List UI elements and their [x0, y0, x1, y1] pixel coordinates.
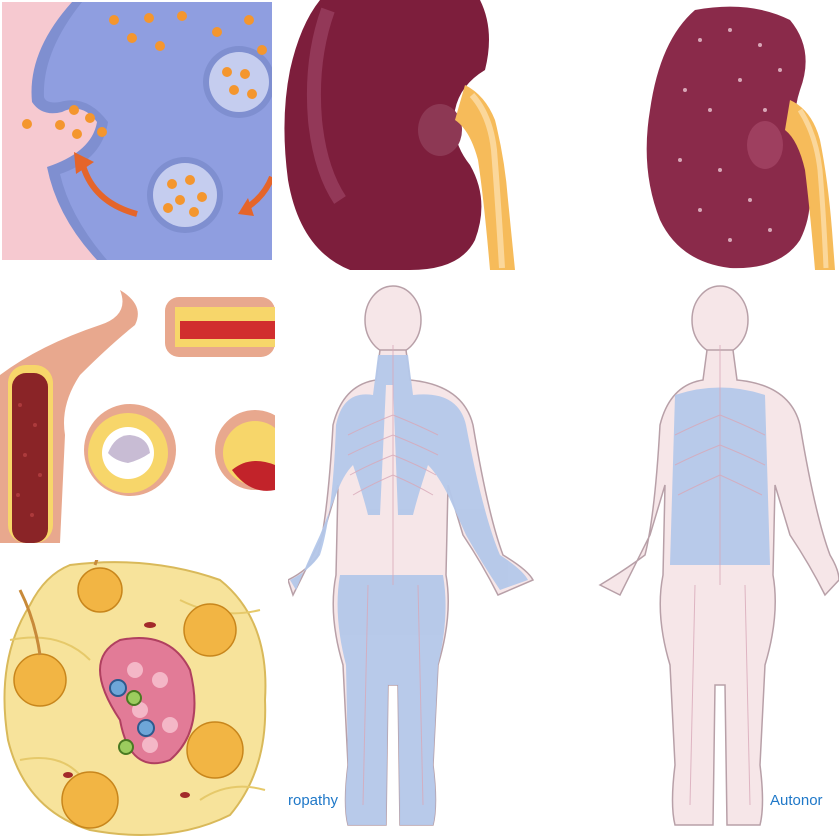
neuropathy-body-panel: ropathy — [288, 285, 548, 837]
autonomic-body-image — [598, 285, 839, 826]
pancreatic-islet-image — [3, 560, 267, 836]
endocytosis-vesicles-image — [2, 2, 272, 260]
healthy-kidney-image — [284, 0, 515, 270]
neuropathy-body-image — [288, 285, 535, 826]
healthy-kidney-panel — [280, 0, 525, 270]
atherosclerosis-arteries-image — [0, 290, 275, 543]
neuropathy-caption: ropathy — [288, 792, 339, 809]
damaged-kidney-image — [646, 6, 835, 270]
autonomic-caption: Autonor — [770, 792, 823, 809]
pancreas-panel — [0, 560, 275, 837]
autonomic-body-panel: Autonor — [580, 285, 839, 837]
arteries-panel — [0, 285, 275, 543]
endocytosis-panel — [2, 2, 272, 260]
damaged-kidney-panel — [640, 0, 839, 270]
